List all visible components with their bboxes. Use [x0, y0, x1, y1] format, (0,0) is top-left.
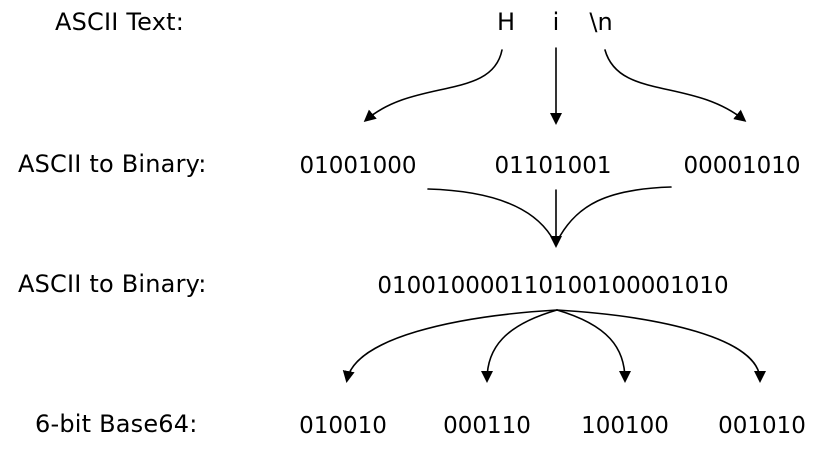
- ascii-text-label: ASCII Text:: [55, 8, 185, 36]
- ascii-char-i: i: [552, 8, 560, 36]
- arrow-fan-to-group2: [481, 309, 558, 383]
- base64-group-2: 000110: [443, 413, 531, 439]
- binary-concat-label: ASCII to Binary:: [18, 270, 207, 298]
- base64-group-3: 100100: [581, 413, 669, 439]
- arrow-fan-to-group4: [556, 309, 766, 383]
- arrow-char-h-to-byte1: [363, 49, 503, 122]
- ascii-to-binary-label: ASCII to Binary:: [18, 150, 207, 178]
- binary-byte-3: 00001010: [683, 153, 801, 179]
- arrow-fan-to-group1: [342, 309, 558, 383]
- converge-left-curve: [427, 188, 552, 237]
- ascii-char-h: H: [496, 8, 516, 36]
- converge-right-curve: [559, 186, 672, 237]
- base64-group-4: 001010: [718, 413, 806, 439]
- arrow-char-nl-to-byte3: [604, 49, 747, 122]
- binary-byte-1: 01001000: [299, 153, 417, 179]
- arrow-fan-to-group3: [556, 309, 631, 383]
- binary-concat-value: 010010000110100100001010: [377, 273, 729, 299]
- base64-group-1: 010010: [299, 413, 387, 439]
- ascii-char-newline: \n: [589, 8, 613, 36]
- base64-label: 6-bit Base64:: [35, 410, 198, 438]
- binary-byte-2: 01101001: [494, 153, 612, 179]
